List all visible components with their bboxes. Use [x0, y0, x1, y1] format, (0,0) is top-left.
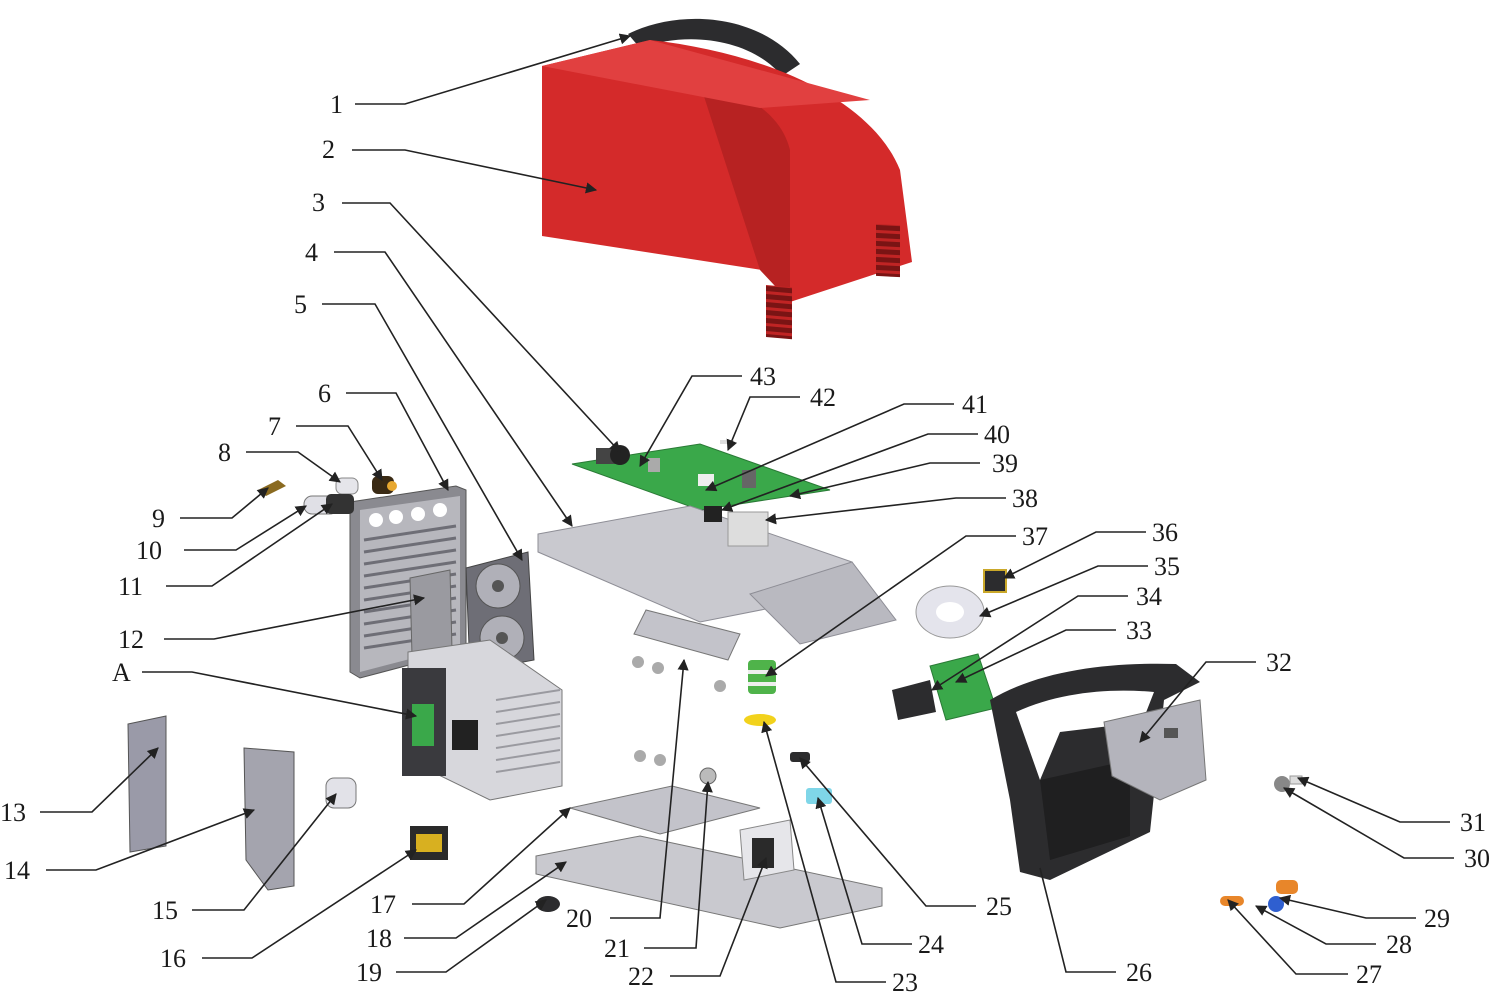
- label-22: 22: [628, 962, 654, 991]
- base-plate: [535, 835, 883, 929]
- label-43: 43: [750, 362, 776, 391]
- label-13: 13: [0, 798, 26, 827]
- label-2: 2: [322, 135, 335, 164]
- label-A: A: [112, 658, 131, 687]
- support-foot: [652, 662, 664, 674]
- label-42: 42: [810, 383, 836, 412]
- label-16: 16: [160, 944, 186, 973]
- output-reactor: [739, 819, 795, 881]
- control-panel-plate: [1103, 699, 1207, 801]
- output-socket: [892, 680, 936, 720]
- label-40: 40: [984, 420, 1010, 449]
- cable-clamp: [335, 477, 359, 495]
- label-39: 39: [992, 449, 1018, 478]
- terminal-block: [983, 569, 1007, 593]
- label-14: 14: [4, 856, 30, 885]
- support-foot: [714, 680, 726, 692]
- label-12: 12: [118, 625, 144, 654]
- label-38: 38: [1012, 484, 1038, 513]
- label-17: 17: [370, 890, 396, 919]
- support-foot: [632, 656, 644, 668]
- side-bracket-right: [243, 747, 295, 891]
- label-36: 36: [1152, 518, 1178, 547]
- part-labels: 1 2 3 4 5 6 7 8 9 10 11 12 A 13 14 15 16…: [0, 90, 1490, 997]
- support-foot: [654, 754, 666, 766]
- label-19: 19: [356, 958, 382, 987]
- support-foot: [634, 750, 646, 762]
- label-23: 23: [892, 968, 918, 994]
- label-26: 26: [1126, 958, 1152, 987]
- label-8: 8: [218, 438, 231, 467]
- outer-housing: [542, 40, 912, 340]
- filter-coil: [748, 660, 776, 694]
- orange-plug: [1276, 880, 1298, 894]
- label-6: 6: [318, 379, 331, 408]
- label-33: 33: [1126, 616, 1152, 645]
- label-9: 9: [152, 504, 165, 533]
- main-pcb: [571, 440, 831, 511]
- carry-handle: [628, 18, 800, 76]
- mounting-bracket: [633, 609, 741, 661]
- nut: [699, 767, 717, 785]
- capacitor: [325, 777, 357, 809]
- label-34: 34: [1136, 582, 1162, 611]
- knob: [790, 752, 810, 762]
- label-28: 28: [1386, 930, 1412, 959]
- label-1: 1: [330, 90, 343, 119]
- power-switch: [326, 494, 354, 514]
- label-10: 10: [136, 536, 162, 565]
- label-21: 21: [604, 934, 630, 963]
- label-29: 29: [1424, 904, 1450, 933]
- label-15: 15: [152, 896, 178, 925]
- label-7: 7: [268, 412, 281, 441]
- label-3: 3: [312, 188, 325, 217]
- control-board: [929, 653, 997, 721]
- label-41: 41: [962, 390, 988, 419]
- divider-bracket: [409, 569, 453, 657]
- label-4: 4: [305, 238, 318, 267]
- leader-lines: [40, 33, 1454, 983]
- inner-tray: [537, 505, 897, 645]
- middle-plate: [569, 785, 761, 835]
- insulating-disc: [744, 714, 776, 726]
- label-24: 24: [918, 930, 944, 959]
- label-11: 11: [118, 572, 143, 601]
- label-35: 35: [1154, 552, 1180, 581]
- label-31: 31: [1460, 808, 1486, 837]
- label-27: 27: [1356, 960, 1382, 989]
- label-18: 18: [366, 924, 392, 953]
- label-37: 37: [1022, 522, 1048, 551]
- current-sensor-ring: [915, 585, 985, 639]
- label-32: 32: [1266, 648, 1292, 677]
- label-30: 30: [1464, 844, 1490, 873]
- label-20: 20: [566, 904, 592, 933]
- side-bracket-left: [127, 715, 167, 853]
- transformer: [410, 826, 448, 860]
- label-25: 25: [986, 892, 1012, 921]
- output-terminal: [372, 476, 397, 494]
- power-module-assembly: [402, 639, 563, 801]
- label-5: 5: [294, 290, 307, 319]
